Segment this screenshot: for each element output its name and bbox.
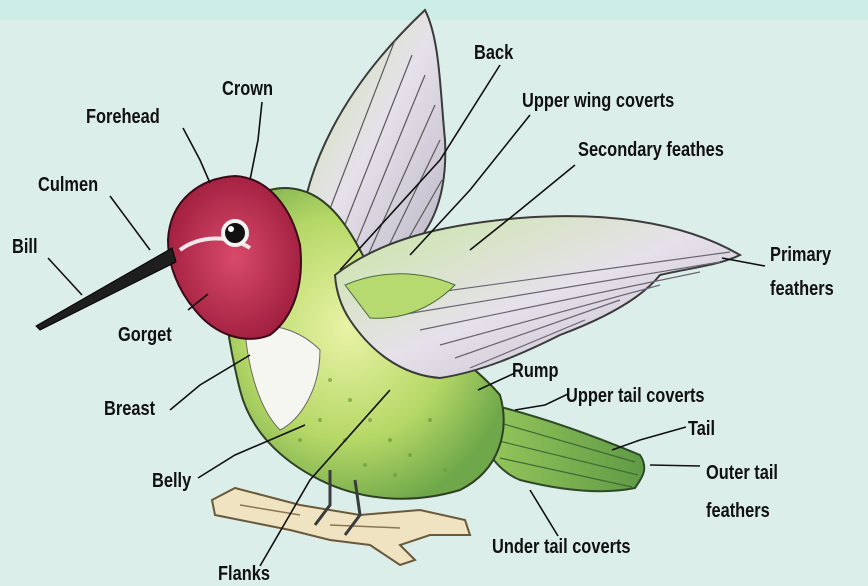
label-flanks: Flanks [218,563,270,585]
label-tail: Tail [688,418,715,440]
label-upper-tail-coverts: Upper tail coverts [566,385,705,407]
bill [36,248,176,330]
label-rump: Rump [512,360,558,382]
branch [212,488,470,565]
label-crown: Crown [222,78,273,100]
label-back: Back [474,42,513,64]
label-gorget: Gorget [118,324,172,346]
label-breast: Breast [104,398,155,420]
label-outer-tail-1: Outer tail [706,462,778,484]
label-under-tail-coverts: Under tail coverts [492,536,631,558]
label-primary-feathers-1: Primary [770,244,831,266]
label-belly: Belly [152,470,191,492]
label-culmen: Culmen [38,174,98,196]
label-primary-feathers-2: feathers [770,278,834,300]
label-outer-tail-2: feathers [706,500,770,522]
eye [223,221,247,245]
label-upper-wing-coverts: Upper wing coverts [522,90,674,112]
label-secondary-feathers: Secondary feathes [578,139,724,161]
label-bill: Bill [12,236,38,258]
label-forehead: Forehead [86,106,160,128]
